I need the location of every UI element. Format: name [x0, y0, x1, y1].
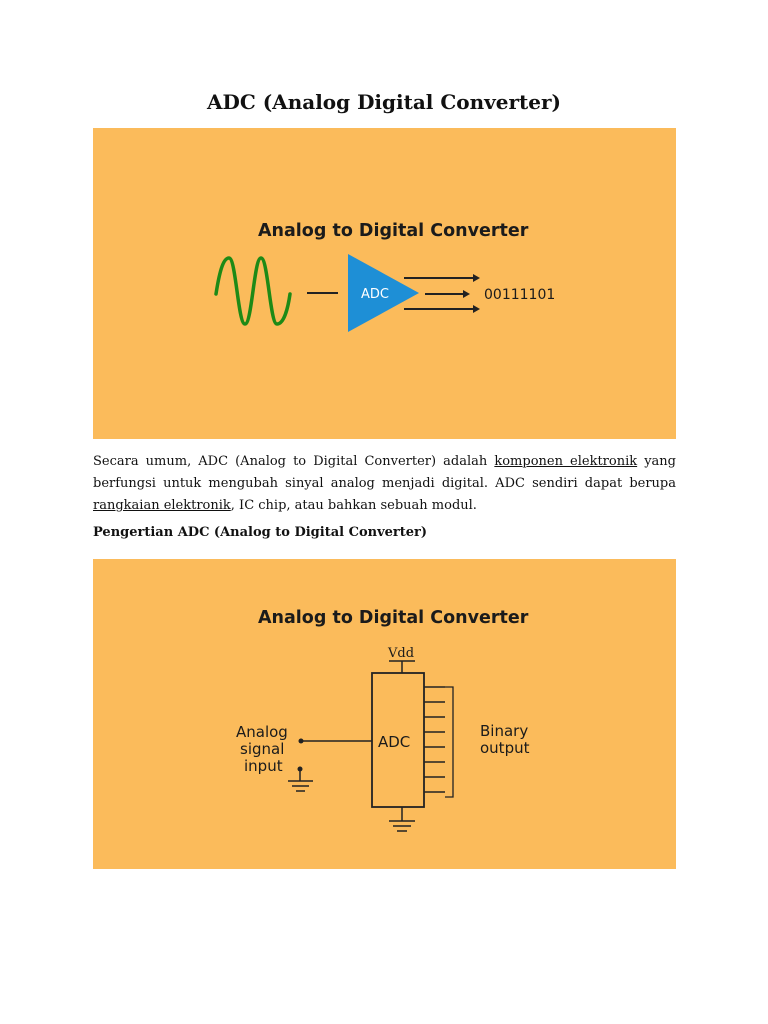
input-ground-icon: [288, 780, 313, 792]
figure-1-adc-label: ADC: [361, 287, 389, 302]
link-komponen-elektronik[interactable]: komponen elektronik: [494, 454, 638, 469]
page-title: ADC (Analog Digital Converter): [206, 90, 562, 114]
adc-block: [371, 672, 425, 808]
vdd-terminal-icon: [389, 660, 415, 673]
figure-2-adc-label: ADC: [378, 733, 410, 751]
binary-output-label-line2: output: [480, 739, 530, 757]
adc-ground-icon: [389, 807, 415, 832]
intro-paragraph: Secara umum, ADC (Analog to Digital Conv…: [93, 451, 676, 517]
paragraph-text-1: Secara umum, ADC (Analog to Digital Conv…: [93, 454, 495, 469]
analog-input-label-line2: signal: [240, 740, 284, 758]
adc-schematic-svg: Analog to Digital Converter Vdd ADC Bina…: [236, 608, 530, 832]
input-wire: [297, 738, 372, 781]
adc-illustration-figure: Analog to Digital Converter ADC 00111101: [93, 128, 676, 439]
figure-1-output-value: 00111101: [484, 287, 555, 303]
paragraph-text-3: , IC chip, atau bahkan sebuah modul.: [230, 498, 477, 513]
output-pins: [424, 686, 445, 793]
analog-wave-icon: [214, 256, 292, 326]
section-heading: Pengertian ADC (Analog to Digital Conver…: [93, 525, 428, 540]
paragraph-text-2: yang berfungsi untuk mengubah sinyal ana…: [93, 454, 677, 491]
analog-input-label-line3: input: [244, 757, 283, 775]
figure-1-title: Analog to Digital Converter: [258, 221, 529, 241]
link-rangkaian-elektronik[interactable]: rangkaian elektronik: [93, 498, 231, 513]
binary-output-label-line1: Binary: [480, 722, 528, 740]
vdd-label: Vdd: [387, 646, 414, 661]
adc-triangle-icon: [348, 254, 419, 332]
adc-illustration-svg: Analog to Digital Converter ADC 00111101: [214, 221, 555, 332]
analog-input-label-line1: Analog: [236, 723, 288, 741]
adc-schematic-figure: Analog to Digital Converter Vdd ADC Bina…: [93, 559, 676, 869]
output-arrows: [404, 274, 480, 313]
output-bracket-icon: [445, 686, 454, 798]
figure-2-title: Analog to Digital Converter: [258, 608, 529, 628]
